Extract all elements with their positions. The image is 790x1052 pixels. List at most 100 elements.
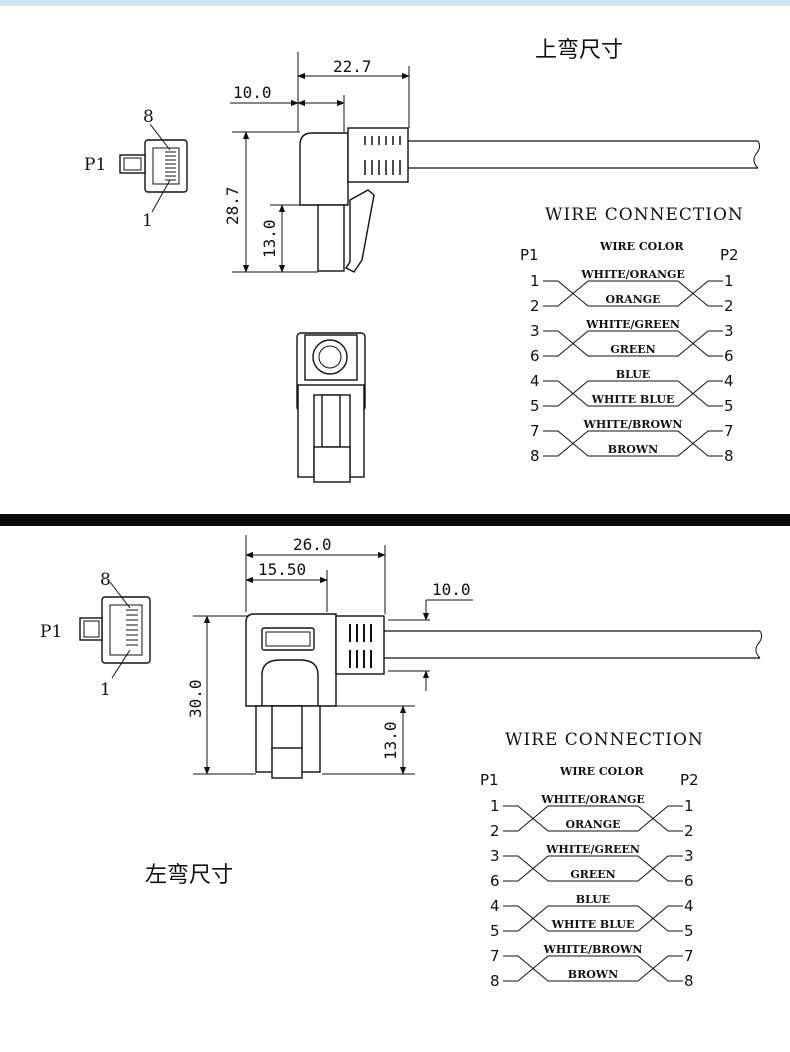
wc-pin-left: 1 [490, 797, 500, 815]
wc-right-end-bottom: P2 [680, 771, 699, 789]
wc-left-end-top: P1 [520, 246, 539, 264]
wc-pin-right: 4 [724, 372, 734, 390]
wc-color-label: WHITE/ORANGE [580, 268, 685, 281]
wc-pin-left: 2 [530, 297, 540, 315]
wc-pair-lines [543, 280, 723, 307]
section-divider [0, 514, 790, 526]
wc-color-label: GREEN [610, 343, 655, 356]
wc-pin-left: 5 [490, 922, 500, 940]
top-connector-end-view [296, 332, 366, 483]
wc-pin-left: 6 [490, 872, 500, 890]
wc-pin-right: 2 [684, 822, 694, 840]
wc-title-bottom: WIRE CONNECTION [505, 730, 704, 750]
bottom-section-title: 左弯尺寸 [145, 863, 233, 888]
top-accent-strip [0, 0, 790, 6]
wire-connection-diagram-top: WIRE CONNECTION WIRE COLOR P1 P2 1 2 1 2 WHITE/O… [520, 205, 744, 465]
wc-pair-lines [503, 855, 683, 882]
wc-pin-right: 7 [684, 947, 694, 965]
wc-pair-1-bottom: 1 2 1 2 WHITE/ORANGE ORANGE [490, 793, 694, 840]
wc-pin-right: 5 [684, 922, 694, 940]
wc-title-top: WIRE CONNECTION [545, 205, 744, 225]
wc-pair-lines [543, 330, 723, 357]
wc-pin-right: 6 [724, 347, 734, 365]
wc-color-label: BROWN [568, 968, 618, 981]
top-dim-offset: 10.0 [233, 83, 272, 102]
wc-pin-right: 5 [724, 397, 734, 415]
bottom-dimension-lines [193, 535, 473, 775]
top-section-title: 上弯尺寸 [535, 38, 623, 63]
bottom-dim-cable-offset: 10.0 [432, 580, 471, 599]
top-pin-1-label: 1 [142, 211, 153, 231]
wc-pin-left: 1 [530, 272, 540, 290]
wc-pin-left: 5 [530, 397, 540, 415]
wc-pair-3-top: 4 5 4 5 BLUE WHITE BLUE [530, 368, 734, 415]
wire-connection-diagram-bottom: WIRE CONNECTION WIRE COLOR P1 P2 1 2 1 2 WHITE/O… [480, 730, 704, 990]
wc-pin-right: 3 [724, 322, 734, 340]
bottom-pin-1-label: 1 [100, 680, 111, 700]
wc-pin-right: 6 [684, 872, 694, 890]
wc-color-header-bottom: WIRE COLOR [559, 765, 645, 778]
wc-color-label: WHITE/GREEN [545, 843, 640, 856]
wc-pair-2-top: 3 6 3 6 WHITE/GREEN GREEN [530, 318, 734, 365]
wc-color-label: WHITE/BROWN [583, 418, 683, 431]
wc-pair-3-bottom: 4 5 4 5 BLUE WHITE BLUE [490, 893, 694, 940]
wc-right-end-top: P2 [720, 246, 739, 264]
bottom-dim-width-total: 26.0 [293, 535, 332, 554]
wc-color-label: WHITE BLUE [551, 918, 635, 931]
wc-color-label: BLUE [616, 368, 650, 381]
wc-color-label: ORANGE [605, 293, 660, 306]
wc-pin-left: 4 [530, 372, 540, 390]
wc-pin-right: 8 [724, 447, 734, 465]
wc-pin-left: 8 [530, 447, 540, 465]
wc-pin-right: 1 [684, 797, 694, 815]
wc-color-label: WHITE/BROWN [543, 943, 643, 956]
wc-pin-right: 3 [684, 847, 694, 865]
bottom-dim-plug-height: 13.0 [381, 721, 400, 760]
wc-pair-lines [503, 805, 683, 832]
wc-pin-left: 7 [530, 422, 540, 440]
top-dim-height-total: 28.7 [223, 186, 242, 225]
wc-color-label: BLUE [576, 893, 610, 906]
wc-pin-left: 3 [490, 847, 500, 865]
wc-color-label: WHITE/ORANGE [540, 793, 645, 806]
wc-left-end-bottom: P1 [480, 771, 499, 789]
wc-color-label: ORANGE [565, 818, 620, 831]
top-dim-width-total: 22.7 [333, 57, 372, 76]
wc-color-header-top: WIRE COLOR [599, 240, 685, 253]
wc-pair-lines [503, 905, 683, 932]
wc-pin-left: 6 [530, 347, 540, 365]
top-pin-8-label: 8 [143, 107, 154, 127]
wc-pair-lines [543, 430, 723, 457]
wc-pin-left: 4 [490, 897, 500, 915]
bottom-dim-width-inner: 15.50 [258, 560, 306, 579]
wc-pin-left: 7 [490, 947, 500, 965]
wc-pin-right: 7 [724, 422, 734, 440]
wc-pin-left: 8 [490, 972, 500, 990]
top-connector-front-view [119, 123, 188, 213]
wc-pair-4-top: 7 8 7 8 WHITE/BROWN BROWN [530, 418, 734, 465]
wc-color-label: WHITE BLUE [591, 393, 675, 406]
wc-pair-1-top: 1 2 1 2 WHITE/ORANGE ORANGE [530, 268, 734, 315]
wc-color-label: WHITE/GREEN [585, 318, 680, 331]
wc-pin-right: 4 [684, 897, 694, 915]
top-p1-label: P1 [84, 155, 106, 175]
bottom-connector-front-view [79, 581, 151, 679]
bottom-dim-height-total: 30.0 [186, 679, 205, 718]
wc-pin-right: 1 [724, 272, 734, 290]
top-dim-plug-height: 13.0 [260, 219, 279, 258]
wc-pin-left: 2 [490, 822, 500, 840]
wc-color-label: GREEN [570, 868, 615, 881]
wc-pin-right: 2 [724, 297, 734, 315]
wc-pin-left: 3 [530, 322, 540, 340]
wc-pin-right: 8 [684, 972, 694, 990]
bottom-pin-8-label: 8 [100, 570, 111, 590]
bottom-connector-side-view [245, 613, 763, 779]
top-connector-side-view [299, 127, 761, 273]
wc-pair-lines [503, 955, 683, 982]
wc-pair-lines [543, 380, 723, 407]
wc-color-label: BROWN [608, 443, 658, 456]
wc-pair-2-bottom: 3 6 3 6 WHITE/GREEN GREEN [490, 843, 694, 890]
bottom-p1-label: P1 [40, 622, 62, 642]
top-dimension-lines [230, 52, 410, 273]
